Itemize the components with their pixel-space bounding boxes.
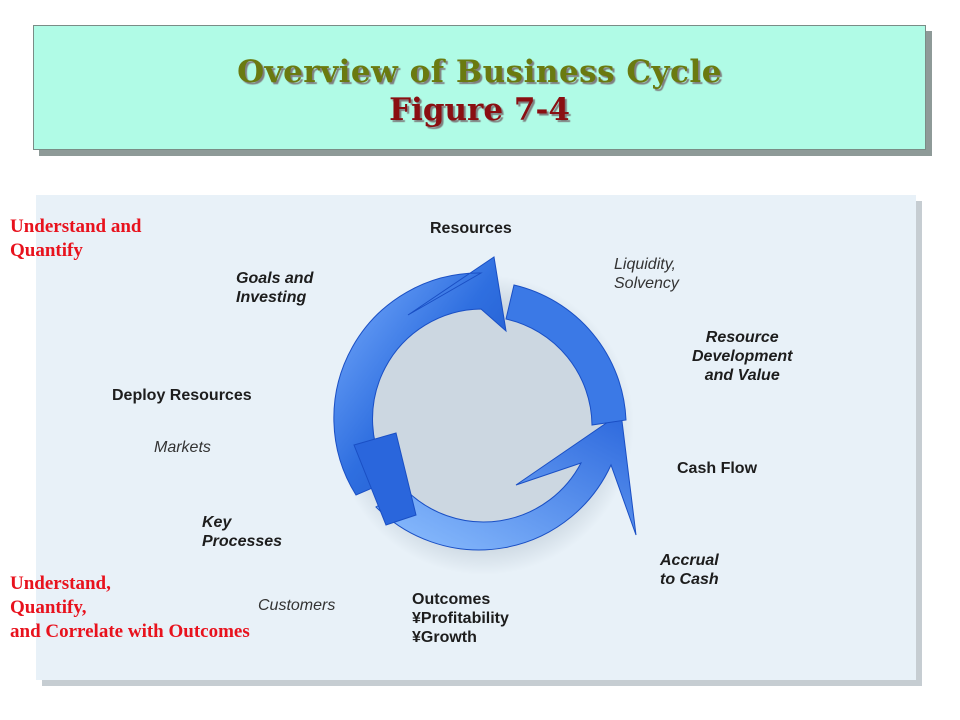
cycle-arrow-inner [505, 284, 627, 426]
cycle-arrow-left [353, 432, 417, 526]
cycle-arrow-top [333, 256, 507, 496]
title-banner: Overview of Business Cycle Figure 7-4 [33, 25, 926, 150]
diagram-panel: Resources Liquidity, Solvency Resource D… [36, 195, 916, 680]
label-outcomes: Outcomes ¥Profitability ¥Growth [412, 591, 509, 646]
label-resource-development: Resource Development and Value [692, 329, 793, 384]
title-figure: Figure 7-4 [389, 92, 570, 128]
label-accrual: Accrual to Cash [660, 552, 719, 588]
title-main: Overview of Business Cycle [237, 54, 722, 90]
annotation-understand-correlate: Understand, Quantify, and Correlate with… [10, 573, 250, 642]
cycle-arrow-right [375, 412, 637, 551]
label-key-processes: Key Processes [202, 514, 283, 550]
label-customers: Customers [258, 597, 336, 614]
label-markets: Markets [154, 439, 211, 456]
annotation-understand-quantify: Understand and Quantify [10, 216, 142, 261]
label-liquidity: Liquidity, Solvency [614, 256, 679, 292]
label-cash-flow: Cash Flow [677, 460, 758, 477]
label-deploy-resources: Deploy Resources [112, 387, 252, 404]
label-resources: Resources [430, 220, 512, 237]
label-goals-investing: Goals and Investing [236, 270, 314, 306]
cycle-diagram [333, 256, 637, 575]
